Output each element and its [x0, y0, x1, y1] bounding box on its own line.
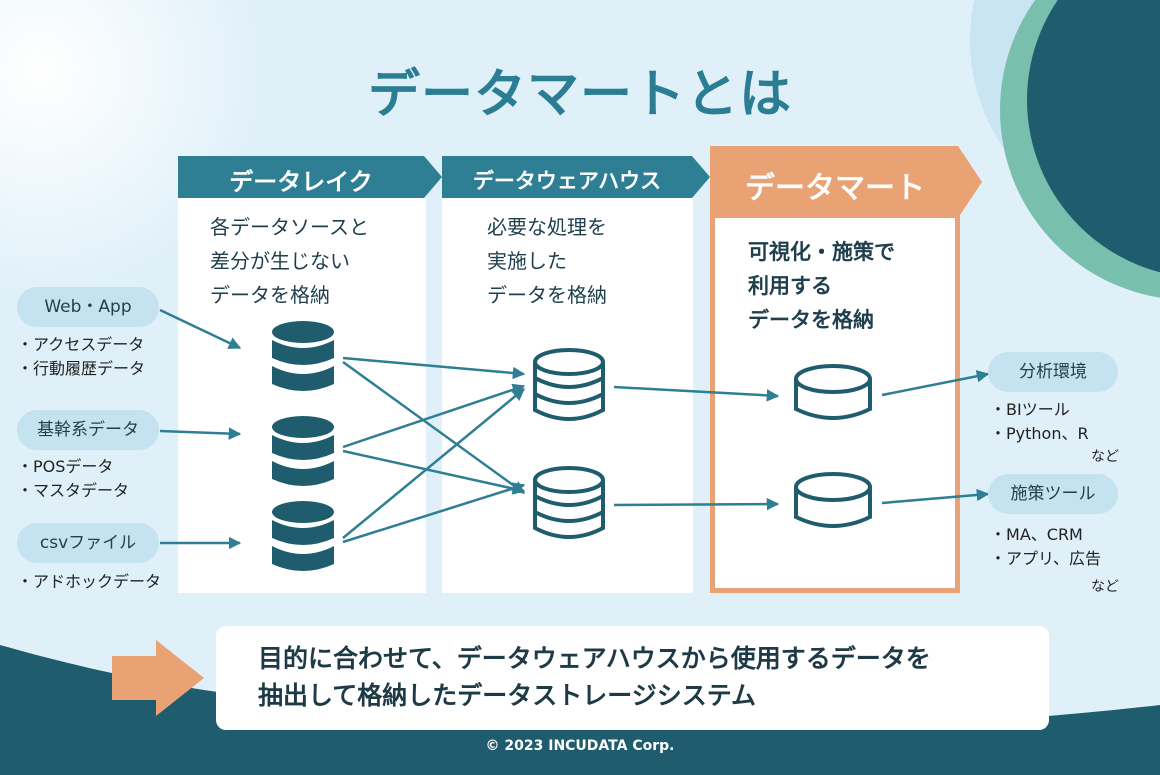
- flow-arrows: [159, 308, 990, 550]
- output-marketing-tools: 施策ツール: [988, 474, 1118, 514]
- source-core-system-items: POSデータ マスタデータ: [17, 455, 129, 503]
- source-csv-file: csvファイル: [17, 523, 159, 563]
- list-item: 行動履歴データ: [17, 357, 145, 381]
- copyright: © 2023 INCUDATA Corp.: [485, 738, 675, 754]
- data-lake-header-shape: [178, 156, 442, 198]
- list-item: Python、R: [990, 422, 1089, 446]
- source-csv-file-items: アドホックデータ: [17, 570, 161, 594]
- data-lake-database-2: [272, 416, 334, 486]
- arrow-mart1-to-analysis: [881, 370, 990, 397]
- data-mart-header: データマート: [745, 171, 925, 206]
- output-marketing-tools-items: MA、CRM アプリ、広告: [990, 523, 1101, 571]
- arrow-lake2-to-wh1: [342, 383, 526, 449]
- summary-arrow-icon: [112, 640, 204, 716]
- mart-database-1: [794, 364, 872, 420]
- list-item: MA、CRM: [990, 523, 1101, 547]
- list-item: マスタデータ: [17, 479, 129, 503]
- data-lake-description: 各データソースと 差分が生じない データを格納: [210, 215, 369, 307]
- list-item: アプリ、広告: [990, 547, 1101, 571]
- summary-box: [216, 626, 1049, 730]
- corner-circle-dark: [1027, 0, 1160, 273]
- summary-text: 目的に合わせて、データウェアハウスから使用するデータを 抽出して格納したデータス…: [258, 644, 931, 710]
- arrow-mart2-to-tools: [881, 488, 990, 505]
- arrow-lake3-to-wh2: [342, 482, 526, 544]
- output-marketing-tools-note: など: [1091, 579, 1119, 595]
- list-item: POSデータ: [17, 455, 129, 479]
- source-core-system: 基幹系データ: [17, 410, 159, 450]
- data-mart-header-shape: [710, 146, 982, 218]
- arrow-wh2-to-mart2: [613, 497, 780, 511]
- arrow-wh1-to-mart1: [613, 385, 780, 402]
- data-warehouse-panel: [442, 198, 693, 593]
- source-web-app: Web・App: [17, 287, 159, 327]
- list-item: アクセスデータ: [17, 333, 145, 357]
- output-analysis-env-items: BIツール Python、R: [990, 398, 1089, 446]
- mart-database-2: [794, 472, 872, 528]
- warehouse-database-1: [533, 348, 605, 421]
- output-analysis-env-note: など: [1091, 449, 1119, 465]
- data-warehouse-header-shape: [442, 156, 710, 198]
- arrow-web-to-lake: [159, 308, 242, 350]
- data-warehouse-header: データウェアハウス: [472, 169, 662, 193]
- arrow-lake2-to-wh2: [342, 449, 526, 495]
- data-warehouse-description: 必要な処理を 実施した データを格納: [487, 215, 607, 307]
- bottom-wave: [0, 645, 1160, 775]
- data-lake-database-1: [272, 321, 334, 391]
- warehouse-database-2: [533, 466, 605, 539]
- arrow-lake1-to-wh1: [342, 356, 526, 380]
- source-web-app-items: アクセスデータ 行動履歴データ: [17, 333, 145, 381]
- output-analysis-env: 分析環境: [988, 352, 1118, 392]
- arrow-lake1-to-wh2: [342, 360, 526, 495]
- data-lake-panel: [178, 198, 426, 593]
- list-item: BIツール: [990, 398, 1089, 422]
- arrow-core-to-lake: [159, 427, 242, 440]
- data-lake-header: データレイク: [229, 168, 373, 196]
- list-item: アドホックデータ: [17, 570, 161, 594]
- data-mart-description: 可視化・施策で 利用する データを格納: [748, 240, 895, 332]
- data-lake-database-3: [272, 501, 334, 571]
- page-title: データマートとは: [367, 65, 792, 125]
- arrow-lake3-to-wh1: [342, 388, 525, 539]
